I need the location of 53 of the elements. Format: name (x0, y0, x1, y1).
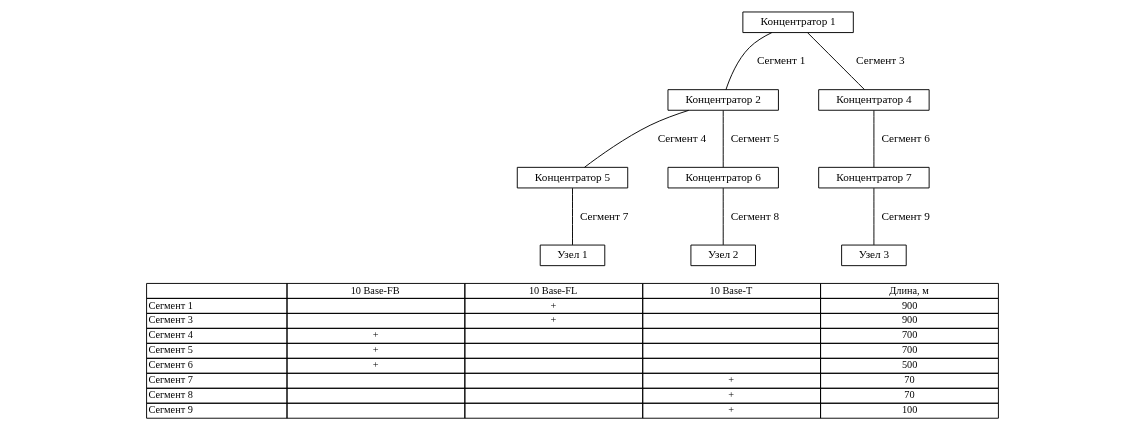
label: 700 (901, 329, 918, 341)
label: Длина, м (889, 284, 929, 296)
label: Сегмент 4 (148, 329, 193, 341)
label: 500 (901, 359, 918, 371)
node-box: Концентратор 5 (516, 166, 629, 189)
node-box: Узел 3 (841, 244, 907, 267)
label: 70 (904, 389, 915, 401)
connector (807, 32, 865, 90)
label: 700 (901, 344, 918, 356)
label: Сегмент 7 (148, 374, 193, 386)
label: Сегмент 1 (148, 299, 193, 311)
label: 900 (901, 299, 918, 311)
label: Сегмент 9 (148, 404, 193, 416)
edge-label: Сегмент 7 (579, 209, 629, 222)
label: + (372, 359, 379, 371)
label: + (550, 299, 557, 311)
edge-label: Сегмент 1 (756, 54, 806, 67)
label: 10 Base-FB (350, 284, 400, 296)
node-box: Концентратор 6 (667, 166, 779, 189)
label: 100 (901, 404, 918, 416)
connector (572, 187, 573, 246)
label: Сегмент 3 (148, 314, 193, 326)
node-box: Концентратор 7 (818, 166, 930, 189)
edge-label: Сегмент 3 (856, 54, 905, 67)
label: 10 Base-FL (528, 284, 578, 296)
node-box: Концентратор 4 (818, 89, 930, 111)
edge-label: Сегмент 8 (730, 209, 780, 222)
node-box: Узел 2 (690, 244, 756, 267)
label: 70 (904, 374, 915, 386)
connector (584, 109, 690, 168)
connector (873, 110, 875, 168)
node-box: Концентратор 2 (667, 89, 779, 111)
connector (722, 187, 724, 246)
label: 10 Base-T (709, 284, 753, 296)
label: 900 (901, 314, 918, 326)
edge-label: Сегмент 4 (657, 132, 707, 145)
label: Сегмент 5 (148, 344, 193, 356)
connector (722, 110, 724, 168)
label: Сегмент 8 (148, 389, 193, 401)
edge-label: Сегмент 6 (881, 132, 930, 145)
connector (725, 32, 773, 91)
label: + (550, 314, 557, 326)
connector (873, 187, 875, 246)
node-box: Концентратор 1 (742, 11, 854, 34)
edge-label: Сегмент 5 (730, 132, 780, 145)
label: + (728, 404, 735, 416)
label: + (372, 344, 379, 356)
edge-label: Сегмент 9 (881, 209, 930, 222)
label: + (728, 374, 735, 386)
label: + (728, 389, 735, 401)
label: + (372, 329, 379, 341)
label: Сегмент 6 (148, 359, 193, 371)
node-box: Узел 1 (539, 244, 606, 267)
